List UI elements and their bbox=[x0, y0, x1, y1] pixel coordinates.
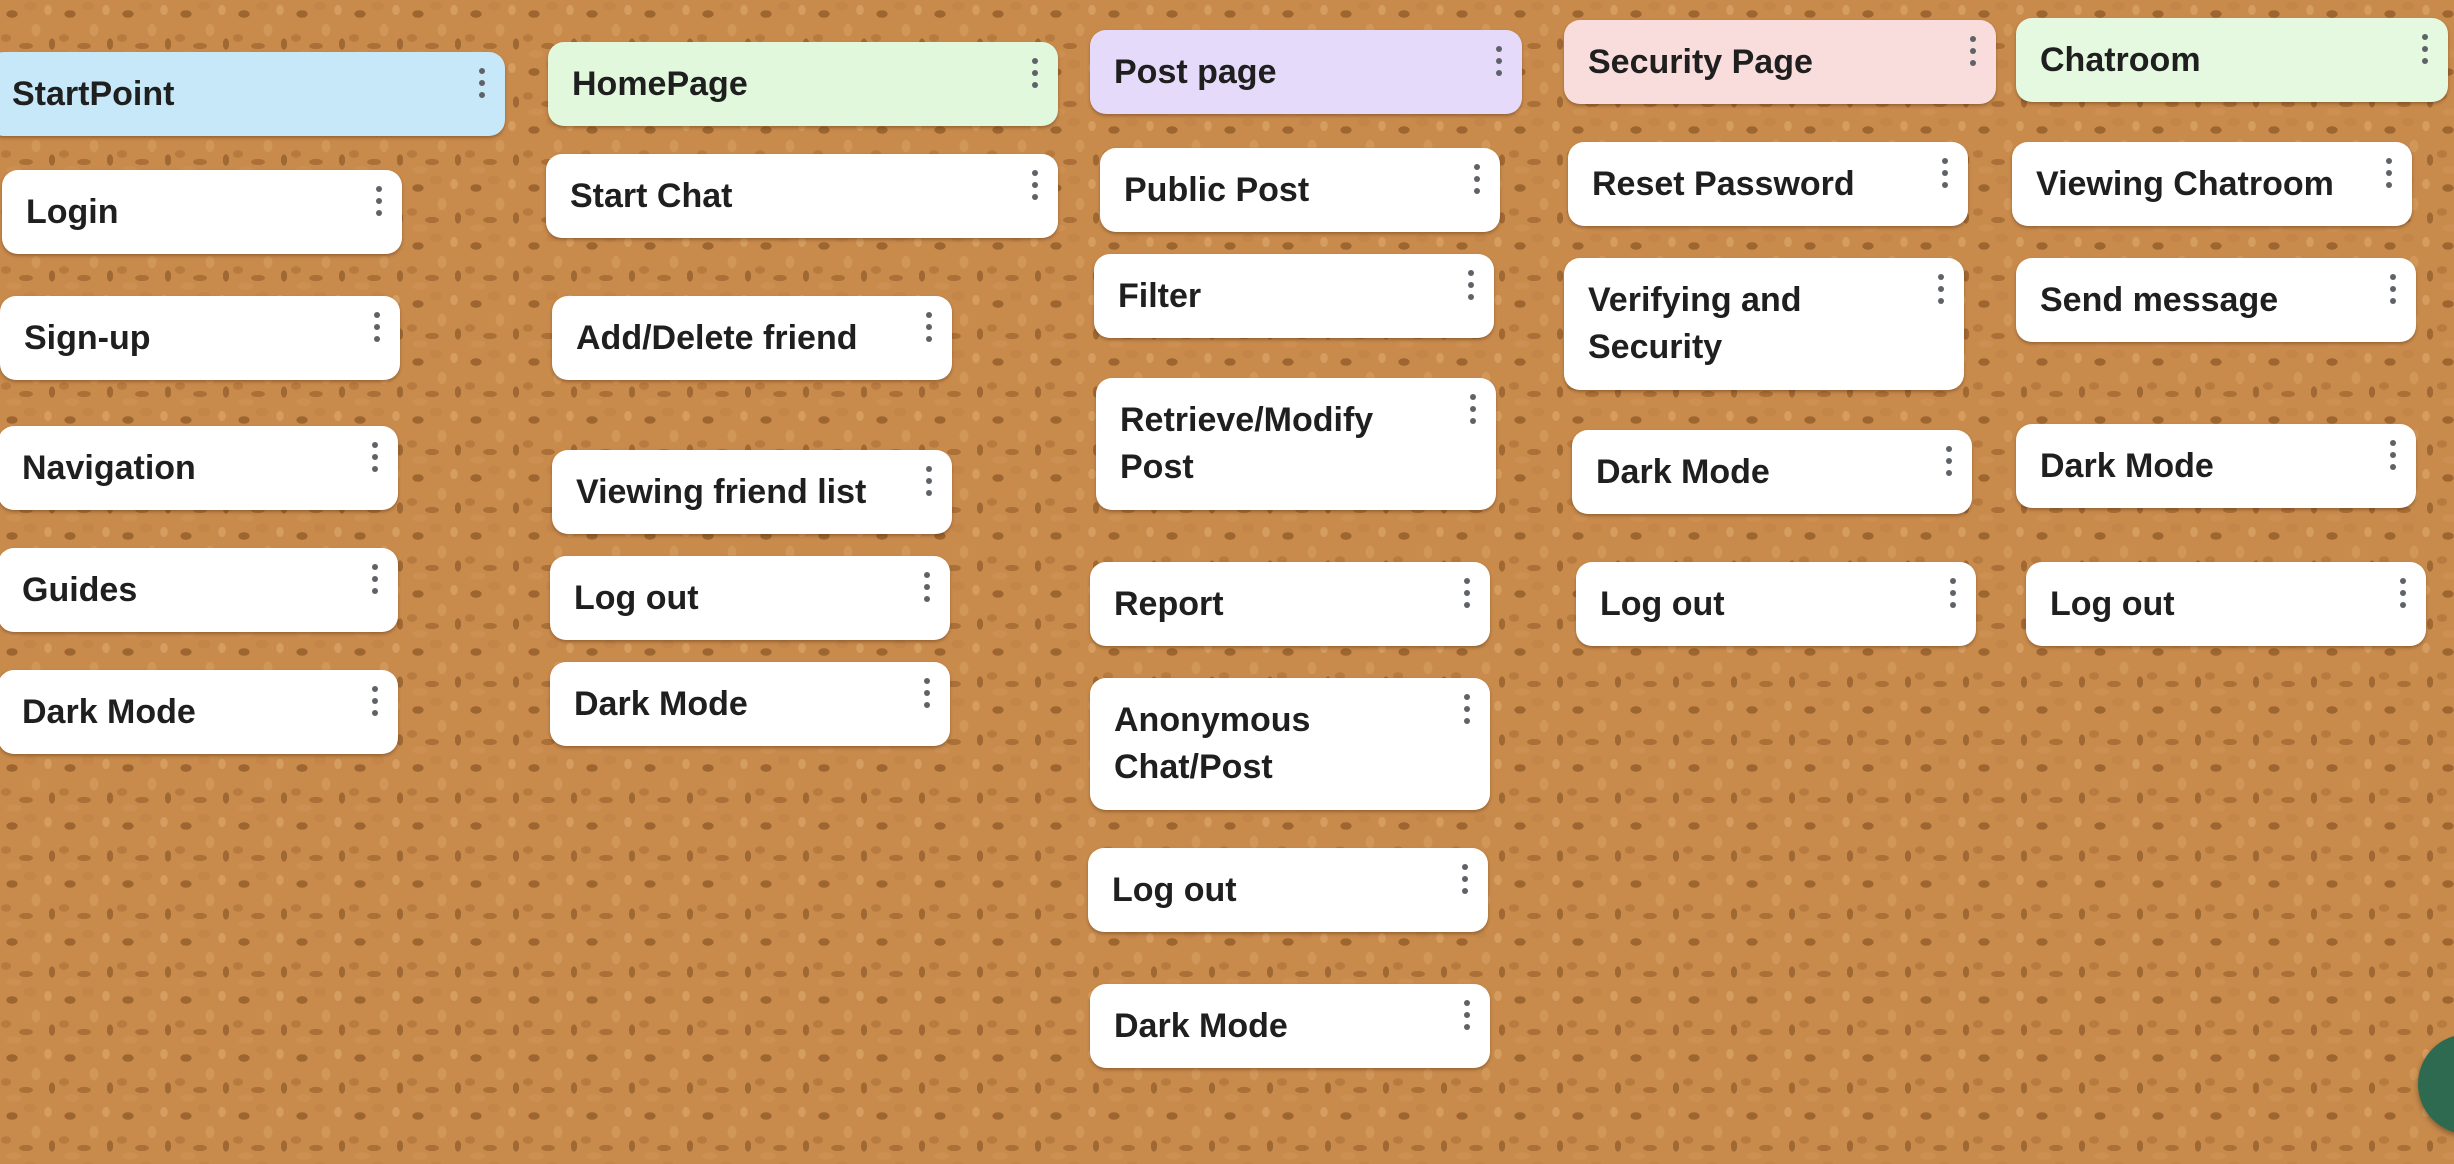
card-log-out[interactable]: Log out bbox=[550, 556, 950, 640]
more-options-icon[interactable] bbox=[1940, 158, 1950, 188]
more-options-icon[interactable] bbox=[1944, 446, 1954, 476]
more-options-icon[interactable] bbox=[374, 186, 384, 216]
more-options-icon[interactable] bbox=[370, 564, 380, 594]
card-start-chat[interactable]: Start Chat bbox=[546, 154, 1058, 238]
more-options-icon[interactable] bbox=[1462, 694, 1472, 724]
card-label: Send message bbox=[2040, 280, 2279, 319]
card-sign-up[interactable]: Sign-up bbox=[0, 296, 400, 380]
more-options-icon[interactable] bbox=[922, 572, 932, 602]
card-label: Log out bbox=[574, 578, 699, 617]
card-label: Log out bbox=[1600, 584, 1725, 623]
card-label: Navigation bbox=[22, 448, 196, 487]
more-options-icon[interactable] bbox=[1968, 36, 1978, 66]
card-label: HomePage bbox=[572, 64, 748, 103]
card-label: Log out bbox=[2050, 584, 2175, 623]
more-options-icon[interactable] bbox=[370, 442, 380, 472]
more-options-icon[interactable] bbox=[2388, 274, 2398, 304]
card-log-out[interactable]: Log out bbox=[1088, 848, 1488, 932]
card-login[interactable]: Login bbox=[2, 170, 402, 254]
card-label: Security Page bbox=[1588, 42, 1813, 81]
more-options-icon[interactable] bbox=[370, 686, 380, 716]
card-add-delete-friend[interactable]: Add/Delete friend bbox=[552, 296, 952, 380]
column-header-security-page[interactable]: Security Page bbox=[1564, 20, 1996, 104]
more-options-icon[interactable] bbox=[924, 312, 934, 342]
more-options-icon[interactable] bbox=[1468, 394, 1478, 424]
more-options-icon[interactable] bbox=[1030, 58, 1040, 88]
card-send-message[interactable]: Send message bbox=[2016, 258, 2416, 342]
more-options-icon[interactable] bbox=[2398, 578, 2408, 608]
card-label: Dark Mode bbox=[22, 692, 196, 731]
card-label: Add/Delete friend bbox=[576, 318, 858, 357]
column-header-post-page[interactable]: Post page bbox=[1090, 30, 1522, 114]
more-options-icon[interactable] bbox=[1472, 164, 1482, 194]
card-label: StartPoint bbox=[12, 74, 175, 113]
more-options-icon[interactable] bbox=[477, 68, 487, 98]
more-options-icon[interactable] bbox=[2384, 158, 2394, 188]
card-filter[interactable]: Filter bbox=[1094, 254, 1494, 338]
card-label: Filter bbox=[1118, 276, 1202, 315]
card-guides[interactable]: Guides bbox=[0, 548, 398, 632]
card-viewing-chatroom[interactable]: Viewing Chatroom bbox=[2012, 142, 2412, 226]
card-label: Retrieve/Modify Post bbox=[1120, 401, 1374, 486]
card-anonymous-chat-post[interactable]: Anonymous Chat/Post bbox=[1090, 678, 1490, 810]
card-label: Verifying and Security bbox=[1588, 281, 1802, 366]
more-options-icon[interactable] bbox=[1948, 578, 1958, 608]
card-label: Dark Mode bbox=[1114, 1006, 1288, 1045]
column-header-homepage[interactable]: HomePage bbox=[548, 42, 1058, 126]
more-options-icon[interactable] bbox=[2420, 34, 2430, 64]
card-retrieve-modify-post[interactable]: Retrieve/Modify Post bbox=[1096, 378, 1496, 510]
card-label: Viewing friend list bbox=[576, 472, 867, 511]
card-label: Anonymous Chat/Post bbox=[1114, 701, 1311, 786]
column-header-chatroom[interactable]: Chatroom bbox=[2016, 18, 2448, 102]
card-label: Start Chat bbox=[570, 176, 733, 215]
card-verifying-and-security[interactable]: Verifying and Security bbox=[1564, 258, 1964, 390]
card-dark-mode[interactable]: Dark Mode bbox=[1572, 430, 1972, 514]
more-options-icon[interactable] bbox=[1462, 578, 1472, 608]
card-label: Dark Mode bbox=[574, 684, 748, 723]
column-header-startpoint[interactable]: StartPoint bbox=[0, 52, 505, 136]
card-dark-mode[interactable]: Dark Mode bbox=[1090, 984, 1490, 1068]
more-options-icon[interactable] bbox=[1936, 274, 1946, 304]
card-label: Chatroom bbox=[2040, 40, 2201, 79]
card-dark-mode[interactable]: Dark Mode bbox=[550, 662, 950, 746]
card-label: Reset Password bbox=[1592, 164, 1855, 203]
more-options-icon[interactable] bbox=[922, 678, 932, 708]
card-report[interactable]: Report bbox=[1090, 562, 1490, 646]
card-log-out[interactable]: Log out bbox=[1576, 562, 1976, 646]
more-options-icon[interactable] bbox=[2388, 440, 2398, 470]
card-label: Report bbox=[1114, 584, 1224, 623]
add-card-fab[interactable] bbox=[2418, 1034, 2454, 1134]
card-log-out[interactable]: Log out bbox=[2026, 562, 2426, 646]
card-label: Login bbox=[26, 192, 119, 231]
more-options-icon[interactable] bbox=[1462, 1000, 1472, 1030]
card-label: Sign-up bbox=[24, 318, 151, 357]
more-options-icon[interactable] bbox=[1030, 170, 1040, 200]
more-options-icon[interactable] bbox=[1494, 46, 1504, 76]
card-label: Dark Mode bbox=[1596, 452, 1770, 491]
card-label: Dark Mode bbox=[2040, 446, 2214, 485]
more-options-icon[interactable] bbox=[372, 312, 382, 342]
more-options-icon[interactable] bbox=[1466, 270, 1476, 300]
card-viewing-friend-list[interactable]: Viewing friend list bbox=[552, 450, 952, 534]
more-options-icon[interactable] bbox=[924, 466, 934, 496]
card-dark-mode[interactable]: Dark Mode bbox=[2016, 424, 2416, 508]
card-navigation[interactable]: Navigation bbox=[0, 426, 398, 510]
card-label: Post page bbox=[1114, 52, 1277, 91]
card-label: Viewing Chatroom bbox=[2036, 164, 2334, 203]
card-public-post[interactable]: Public Post bbox=[1100, 148, 1500, 232]
card-dark-mode[interactable]: Dark Mode bbox=[0, 670, 398, 754]
card-label: Log out bbox=[1112, 870, 1237, 909]
card-label: Guides bbox=[22, 570, 138, 609]
more-options-icon[interactable] bbox=[1460, 864, 1470, 894]
card-label: Public Post bbox=[1124, 170, 1310, 209]
card-reset-password[interactable]: Reset Password bbox=[1568, 142, 1968, 226]
